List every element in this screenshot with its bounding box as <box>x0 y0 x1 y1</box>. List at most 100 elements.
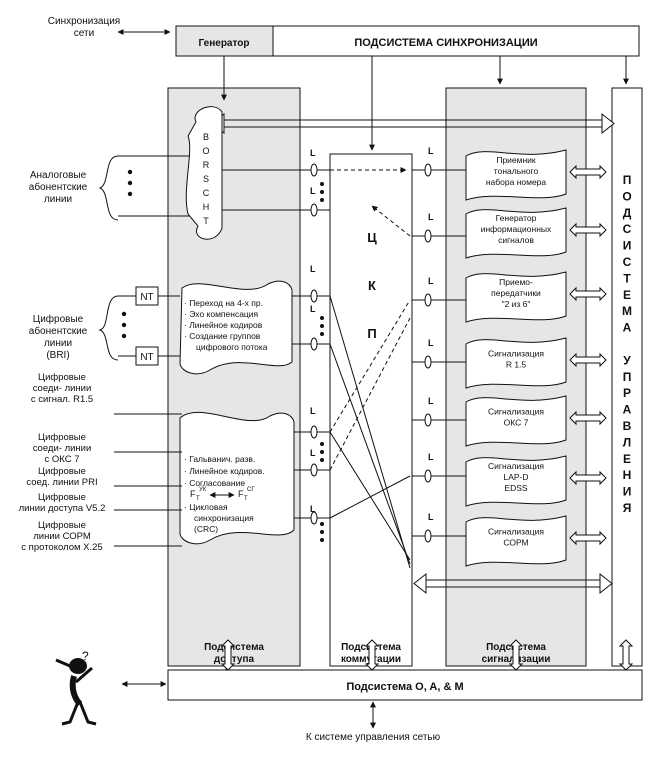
trunk-block-line: · Линейное кодиров. <box>184 466 265 476</box>
coupler <box>310 203 318 217</box>
trunk-block-line: · Согласование <box>184 478 245 488</box>
sync-subsystem-box <box>272 25 640 57</box>
coupler <box>310 289 318 303</box>
trunk-block-line: · Гальванич. разв. <box>184 454 255 464</box>
sync-subsystem-label: ПОДСИСТЕМА СИНХРОНИЗАЦИИ <box>354 37 537 49</box>
ellipsis-dot <box>320 324 324 328</box>
borscht-letter: S <box>203 174 209 184</box>
signaling-block-line: Сигнализация <box>488 407 544 417</box>
trunk-input-lines <box>114 413 182 547</box>
switching-letter: П <box>367 326 376 341</box>
coupler <box>310 463 318 477</box>
oam-link-arrow <box>508 639 524 671</box>
control-letter: М <box>622 304 632 318</box>
l-label: L <box>428 146 434 156</box>
digital-block-line: цифрового потока <box>196 342 268 352</box>
ellipsis-dot <box>320 538 324 542</box>
borscht-block <box>185 106 223 240</box>
trunk-line-label: соеди- линии <box>33 443 92 454</box>
l-label: L <box>428 512 434 522</box>
control-link-arrow <box>569 470 607 486</box>
trunk-block-line: · Цикловая <box>184 502 228 512</box>
l-label: L <box>310 186 316 196</box>
l-label: L <box>310 504 316 514</box>
control-link-arrow <box>569 286 607 302</box>
borscht-letter: R <box>203 160 210 170</box>
trunk-line-label: Цифровые <box>38 492 86 503</box>
control-letter: Н <box>623 468 632 482</box>
switching-paths <box>329 167 411 569</box>
borscht-letter: C <box>203 188 210 198</box>
digital-lines-bracket <box>98 295 180 361</box>
nt-label-top: NT <box>140 292 153 303</box>
digital-block-text: · Переход на 4-х пр.· Эхо компенсация· Л… <box>184 298 268 352</box>
control-letter: А <box>623 403 632 417</box>
digital-block-line: · Переход на 4-х пр. <box>184 298 263 308</box>
digital-lines-label-4: (BRI) <box>46 350 69 361</box>
control-letter: Я <box>623 501 632 515</box>
oam-hollow-arrows <box>220 639 634 671</box>
control-letter: С <box>623 255 632 269</box>
digital-lines-label-2: абонентские <box>29 325 88 337</box>
borscht-letter: H <box>203 202 210 212</box>
coupler <box>424 163 432 177</box>
svg-text:СГ: СГ <box>247 487 255 493</box>
analog-lines-bracket <box>98 155 190 221</box>
control-letter: И <box>623 485 632 499</box>
control-link-arrow <box>569 410 607 426</box>
analog-lines-label-1: Аналоговые <box>30 170 87 181</box>
l-label: L <box>428 212 434 222</box>
l-label: L <box>310 406 316 416</box>
switching-letters: ЦКП <box>367 230 377 341</box>
trunk-line-label: Цифровые <box>38 372 86 383</box>
control-link-arrow <box>569 222 607 238</box>
fr-relation: F T УК F T СГ <box>190 487 255 502</box>
coupler <box>424 469 432 483</box>
signaling-block-line: СОРМ <box>503 538 528 548</box>
coupler <box>424 413 432 427</box>
control-letter: Е <box>623 452 631 466</box>
borscht-letter: B <box>203 132 209 142</box>
control-letter: Л <box>623 435 631 449</box>
coupler <box>310 511 318 525</box>
signaling-block <box>465 149 567 201</box>
oam-box <box>167 669 643 701</box>
control-subsystem-panel <box>611 87 643 667</box>
l-label: L <box>310 148 316 158</box>
ellipsis-dot <box>320 332 324 336</box>
digital-block-line: · Эхо компенсация <box>184 309 259 319</box>
trunk-line-label: с сигнал. R1.5 <box>31 394 93 405</box>
svg-text:T: T <box>196 496 200 502</box>
signaling-block-line: передатчики <box>491 288 541 298</box>
digital-lines-label-3: линии <box>44 338 72 349</box>
signaling-block-line: Сигнализация <box>488 349 544 359</box>
digital-subscriber-block <box>179 280 293 375</box>
l-label: L <box>428 452 434 462</box>
svg-text:F: F <box>238 489 244 499</box>
ellipsis-dot <box>320 458 324 462</box>
control-letter: У <box>623 353 631 367</box>
l-label: L <box>428 276 434 286</box>
control-link-arrow <box>569 530 607 546</box>
signaling-block <box>465 455 567 507</box>
signaling-block-line: LAP-D <box>503 472 528 482</box>
trunk-block-text: · Гальванич. разв. · Линейное кодиров. · С… <box>184 454 265 534</box>
svg-text:T: T <box>244 496 248 502</box>
nt-box-top <box>135 286 159 306</box>
generator-label: Генератор <box>199 38 250 49</box>
control-letter: В <box>623 419 632 433</box>
borscht-letter: T <box>203 216 209 226</box>
control-letter: П <box>623 370 632 384</box>
nt-box-bottom <box>135 346 159 366</box>
coupler <box>310 425 318 439</box>
to-network-label: К системе управления сетью <box>306 732 441 743</box>
switch-signal-links <box>412 169 466 537</box>
signaling-block-line: ОКС 7 <box>504 418 529 428</box>
signaling-block-line: Сигнализация <box>488 527 544 537</box>
borscht-letter: O <box>202 146 209 156</box>
oam-link-arrow <box>220 639 236 671</box>
